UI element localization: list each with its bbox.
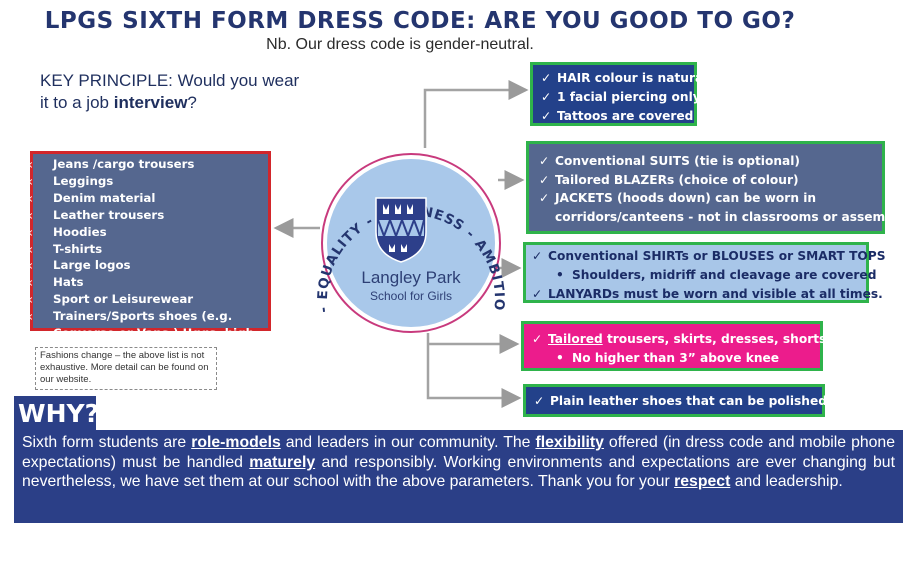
cross-icon: × bbox=[25, 312, 34, 324]
fashion-note: Fashions change – the above list is not … bbox=[35, 347, 217, 390]
check-icon: ✓ bbox=[539, 172, 550, 187]
appearance-box: ✓HAIR colour is natural ✓1 facial pierci… bbox=[530, 62, 715, 126]
cross-icon: × bbox=[25, 295, 34, 307]
suits-box: ✓Conventional SUITS (tie is optional) ✓T… bbox=[526, 141, 907, 234]
cross-icon: × bbox=[25, 227, 34, 239]
list-item: ✓HAIR colour is natural bbox=[541, 69, 707, 88]
check-icon: ✓ bbox=[534, 394, 545, 408]
list-item: ✓Conventional SUITS (tie is optional) bbox=[539, 152, 872, 171]
check-icon: ✓ bbox=[541, 109, 552, 123]
list-item: ×Sport or Leisurewear bbox=[25, 292, 262, 309]
list-item: corridors/canteens - not in classrooms o… bbox=[555, 209, 907, 224]
school-name: Langley Park bbox=[361, 268, 461, 287]
shoes-box: ✓Plain leather shoes that can be polishe… bbox=[523, 384, 827, 417]
cross-icon: × bbox=[25, 160, 34, 171]
list-item: •Shoulders, midriff and cleavage are cov… bbox=[532, 266, 876, 285]
bullet-icon: • bbox=[556, 268, 564, 282]
list-item: ×T-shirts bbox=[25, 242, 262, 259]
arrow-icon bbox=[426, 333, 522, 408]
page-title: LPGS SIXTH FORM DRESS CODE: ARE YOU GOOD… bbox=[44, 8, 796, 34]
check-icon: ✓ bbox=[539, 191, 550, 205]
list-item: ×Jeans /cargo trousers bbox=[25, 157, 262, 174]
school-crest-icon bbox=[375, 197, 427, 263]
cross-icon: × bbox=[25, 261, 34, 273]
list-item: ✓Tattoos are covered up bbox=[541, 107, 715, 126]
why-heading: WHY? bbox=[14, 396, 99, 432]
cross-icon: × bbox=[25, 210, 34, 222]
list-item: ✓1 facial piercing only bbox=[541, 88, 701, 107]
page-subtitle: Nb. Our dress code is gender-neutral. bbox=[266, 36, 534, 53]
list-item: ✓Plain leather shoes that can be polishe… bbox=[534, 391, 827, 411]
check-icon: ✓ bbox=[532, 332, 543, 346]
key-principle: KEY PRINCIPLE: Would you wear it to a jo… bbox=[40, 70, 310, 114]
key-principle-emphasis: interview bbox=[113, 93, 188, 112]
list-item: ×Trainers/Sports shoes (e.g. Converse or… bbox=[25, 309, 255, 355]
list-item: ×Leggings bbox=[25, 174, 262, 191]
check-icon: ✓ bbox=[532, 249, 543, 263]
check-icon: ✓ bbox=[539, 154, 550, 168]
list-item: ✓Tailored trousers, skirts, dresses, sho… bbox=[532, 330, 831, 349]
check-icon: ✓ bbox=[532, 287, 543, 301]
school-subtitle: School for Girls bbox=[369, 289, 453, 303]
key-principle-text: KEY PRINCIPLE: Would you wear it to a jo… bbox=[40, 71, 300, 112]
tailored-box: ✓Tailored trousers, skirts, dresses, sho… bbox=[521, 321, 831, 371]
not-allowed-box: ×Jeans /cargo trousers ×Leggings ×Denim … bbox=[25, 151, 271, 355]
list-item: ×Hoodies bbox=[25, 225, 262, 242]
list-item: ✓Tailored BLAZERs (choice of colour) bbox=[539, 171, 872, 190]
cross-icon: × bbox=[25, 193, 34, 205]
list-item: ×Denim material bbox=[25, 191, 262, 208]
list-item: ✓LANYARDs must be worn and visible at al… bbox=[532, 285, 883, 304]
check-icon: ✓ bbox=[541, 90, 552, 104]
check-icon: ✓ bbox=[541, 71, 552, 85]
why-paragraph: Sixth form students are role-models and … bbox=[14, 430, 903, 523]
list-item: ×Leather trousers bbox=[25, 208, 262, 225]
cross-icon: × bbox=[25, 176, 34, 188]
shirts-box: ✓Conventional SHIRTs or BLOUSES or SMART… bbox=[523, 242, 886, 304]
list-item: ✓JACKETS (hoods down) can be worn in bbox=[539, 189, 872, 208]
list-item: •No higher than 3” above knee bbox=[532, 349, 812, 368]
list-item: ×Hats bbox=[25, 275, 262, 292]
cross-icon: × bbox=[25, 244, 34, 256]
list-item: ×Large logos bbox=[25, 258, 262, 275]
cross-icon: × bbox=[25, 278, 34, 290]
bullet-icon: • bbox=[556, 351, 564, 365]
key-principle-suffix: ? bbox=[187, 93, 197, 112]
arrow-icon bbox=[423, 80, 529, 148]
list-item: ✓Conventional SHIRTs or BLOUSES or SMART… bbox=[532, 247, 886, 266]
